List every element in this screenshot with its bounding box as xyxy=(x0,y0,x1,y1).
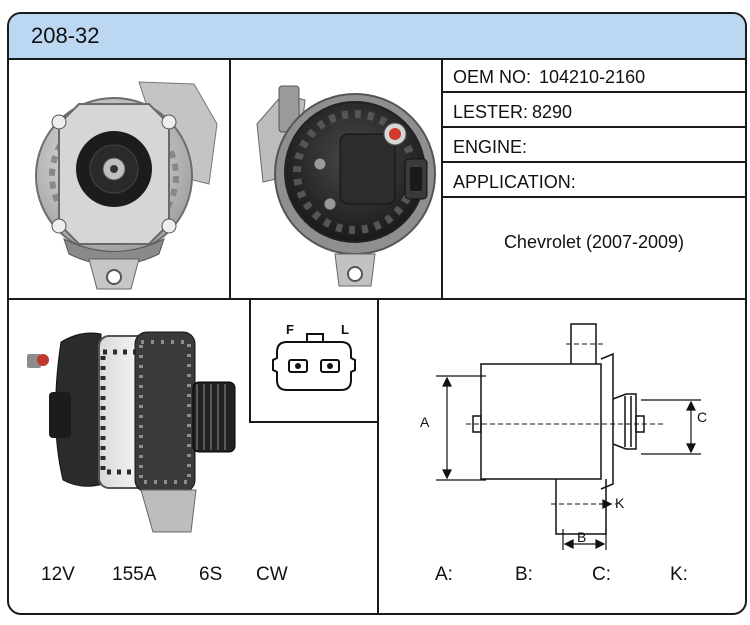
pulley-rating: 6S xyxy=(199,564,223,585)
application-label: APPLICATION: xyxy=(453,172,576,192)
divider-vertical-photos xyxy=(229,58,231,300)
divider-vertical-bottom-left xyxy=(249,298,251,423)
title-bar: 208-32 xyxy=(9,14,745,60)
alternator-side-view xyxy=(27,331,236,533)
lester-label: LESTER: xyxy=(453,102,529,122)
product-sheet: 208-32 xyxy=(7,12,747,615)
oem-label: OEM NO: xyxy=(453,67,532,87)
dimension-diagram xyxy=(436,323,701,550)
divider-spec-row-1 xyxy=(441,91,745,93)
application-value: Chevrolet (2007-2009) xyxy=(503,232,685,252)
dimension-label-c: C xyxy=(697,409,708,425)
rotation-rating: CW xyxy=(256,564,288,585)
plug-connector-icon xyxy=(272,333,356,391)
divider-spec-row-3 xyxy=(441,161,745,163)
dimension-label-k: K xyxy=(615,495,625,511)
plug-label-f: F xyxy=(286,322,294,337)
divider-vertical-bottom-right xyxy=(377,298,379,613)
dimension-label-a: A xyxy=(420,414,430,430)
voltage-rating: 12V xyxy=(41,564,75,585)
alternator-rear-view xyxy=(256,85,436,287)
dimension-label-b: B xyxy=(577,529,587,545)
dimension-field-b: B: xyxy=(515,564,533,585)
divider-plug-bottom xyxy=(249,421,379,423)
engine-label: ENGINE: xyxy=(453,137,528,157)
dimension-field-k: K: xyxy=(670,564,688,585)
dimension-field-c: C: xyxy=(592,564,611,585)
divider-spec-row-2 xyxy=(441,126,745,128)
amperage-rating: 155A xyxy=(112,564,157,585)
oem-value: 104210-2160 xyxy=(539,67,646,87)
dimension-field-a: A: xyxy=(435,564,453,585)
lester-value: 8290 xyxy=(532,102,573,122)
part-number-title: 208-32 xyxy=(31,23,100,48)
divider-vertical-specs xyxy=(441,58,443,300)
alternator-front-view xyxy=(35,81,218,290)
divider-spec-row-4 xyxy=(441,196,745,198)
plug-label-l: L xyxy=(341,322,349,337)
